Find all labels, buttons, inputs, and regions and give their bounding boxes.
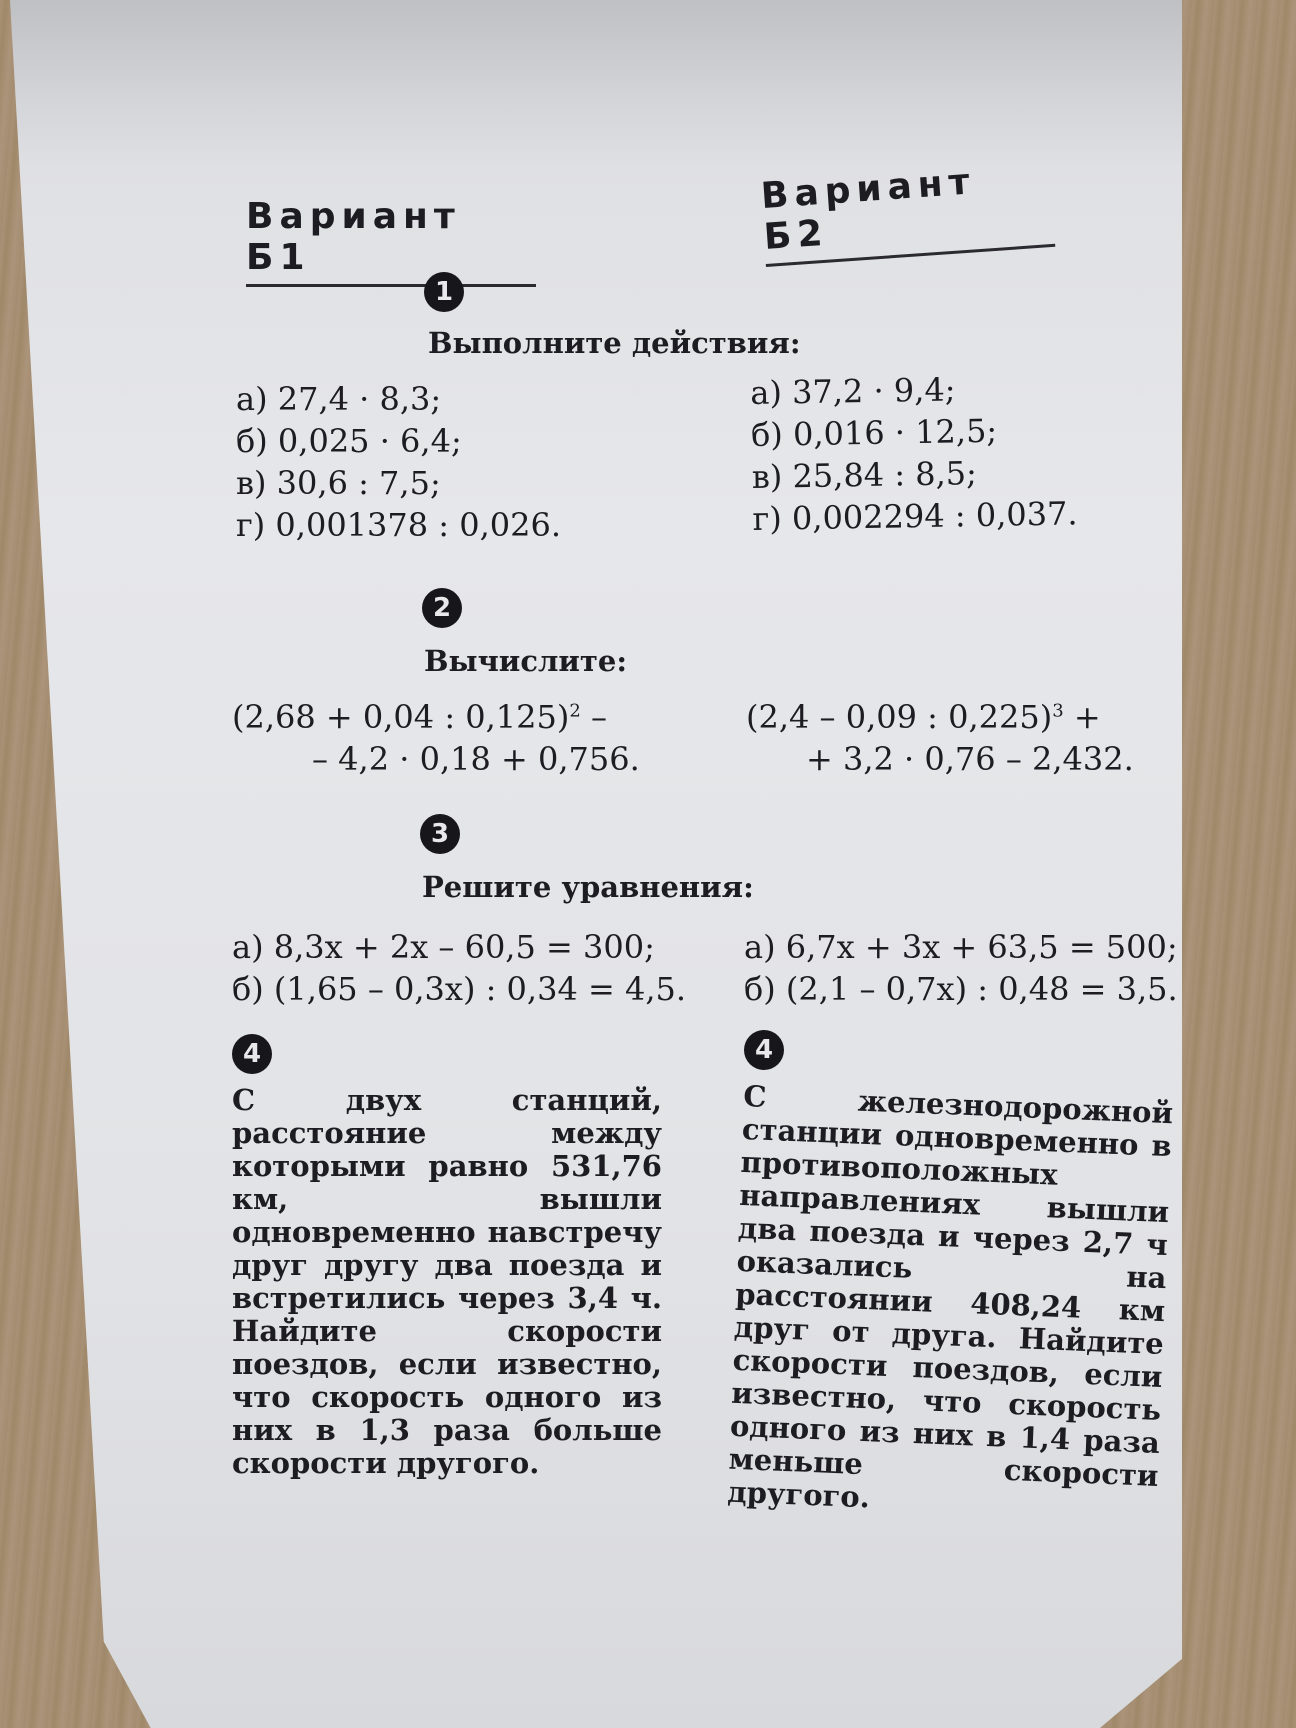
variant-b2-title: Вариант Б2	[759, 155, 1056, 267]
task1-b2-item: в) 25,84 : 8,5;	[751, 454, 978, 496]
task1-b1-list: а) 27,4 · 8,3; б) 0,025 · 6,4; в) 30,6 :…	[236, 378, 561, 546]
task1-b1-item: г) 0,001378 : 0,026.	[236, 506, 562, 544]
task3-b2-list: а) 6,7x + 3x + 63,5 = 500; б) (2,1 – 0,7…	[744, 926, 1178, 1010]
task2-b1-expression: (2,68 + 0,04 : 0,125)2 – – 4,2 · 0,18 + …	[232, 696, 640, 780]
task2-b2-line1: (2,4 – 0,09 : 0,225)3 +	[746, 698, 1101, 736]
task2-b2-exponent: 3	[1052, 700, 1064, 722]
print-smudge	[10, 0, 1182, 170]
task1-b1-item: а) 27,4 · 8,3;	[236, 380, 442, 418]
section-1-number: 1	[424, 272, 464, 312]
section-3-heading: Решите уравнения:	[422, 870, 754, 904]
task1-b2-item: а) 37,2 · 9,4;	[750, 370, 956, 412]
task2-b1-line1: (2,68 + 0,04 : 0,125)2 –	[232, 698, 607, 736]
variant-b1-title: Вариант Б1	[246, 196, 536, 287]
section-4-b1-number: 4	[232, 1034, 272, 1074]
section-2-heading: Вычислите:	[424, 644, 628, 678]
task3-b2-item: а) 6,7x + 3x + 63,5 = 500;	[744, 928, 1178, 966]
task4-b2-text: С железнодорожной станции одновременно в…	[726, 1079, 1174, 1515]
section-1-heading: Выполните действия:	[428, 326, 801, 360]
worksheet-page: Вариант Б1 Вариант Б2 1 Выполните действ…	[10, 0, 1182, 1728]
section-2-number: 2	[422, 588, 462, 628]
task3-b1-item: б) (1,65 – 0,3x) : 0,34 = 4,5.	[232, 970, 687, 1008]
task1-b1-item: б) 0,025 · 6,4;	[236, 422, 462, 460]
task1-b1-item: в) 30,6 : 7,5;	[236, 464, 441, 502]
task3-b1-item: а) 8,3x + 2x – 60,5 = 300;	[232, 928, 655, 966]
section-4-b2-number: 4	[744, 1030, 784, 1070]
task3-b1-list: а) 8,3x + 2x – 60,5 = 300; б) (1,65 – 0,…	[232, 926, 686, 1010]
task2-b2-line2: + 3,2 · 0,76 – 2,432.	[806, 740, 1134, 778]
task1-b2-item: б) 0,016 · 12,5;	[750, 411, 998, 454]
task1-b2-item: г) 0,002294 : 0,037.	[752, 494, 1078, 538]
task2-b1-exponent: 2	[569, 700, 581, 722]
task1-b2-list: а) 37,2 · 9,4; б) 0,016 · 12,5; в) 25,84…	[750, 366, 1078, 540]
task2-b2-expression: (2,4 – 0,09 : 0,225)3 + + 3,2 · 0,76 – 2…	[746, 696, 1134, 780]
section-3-number: 3	[420, 814, 460, 854]
task2-b1-line2: – 4,2 · 0,18 + 0,756.	[312, 740, 640, 778]
task3-b2-item: б) (2,1 – 0,7x) : 0,48 = 3,5.	[744, 970, 1178, 1008]
task4-b1-text: С двух станций, расстояние между которым…	[232, 1083, 662, 1480]
